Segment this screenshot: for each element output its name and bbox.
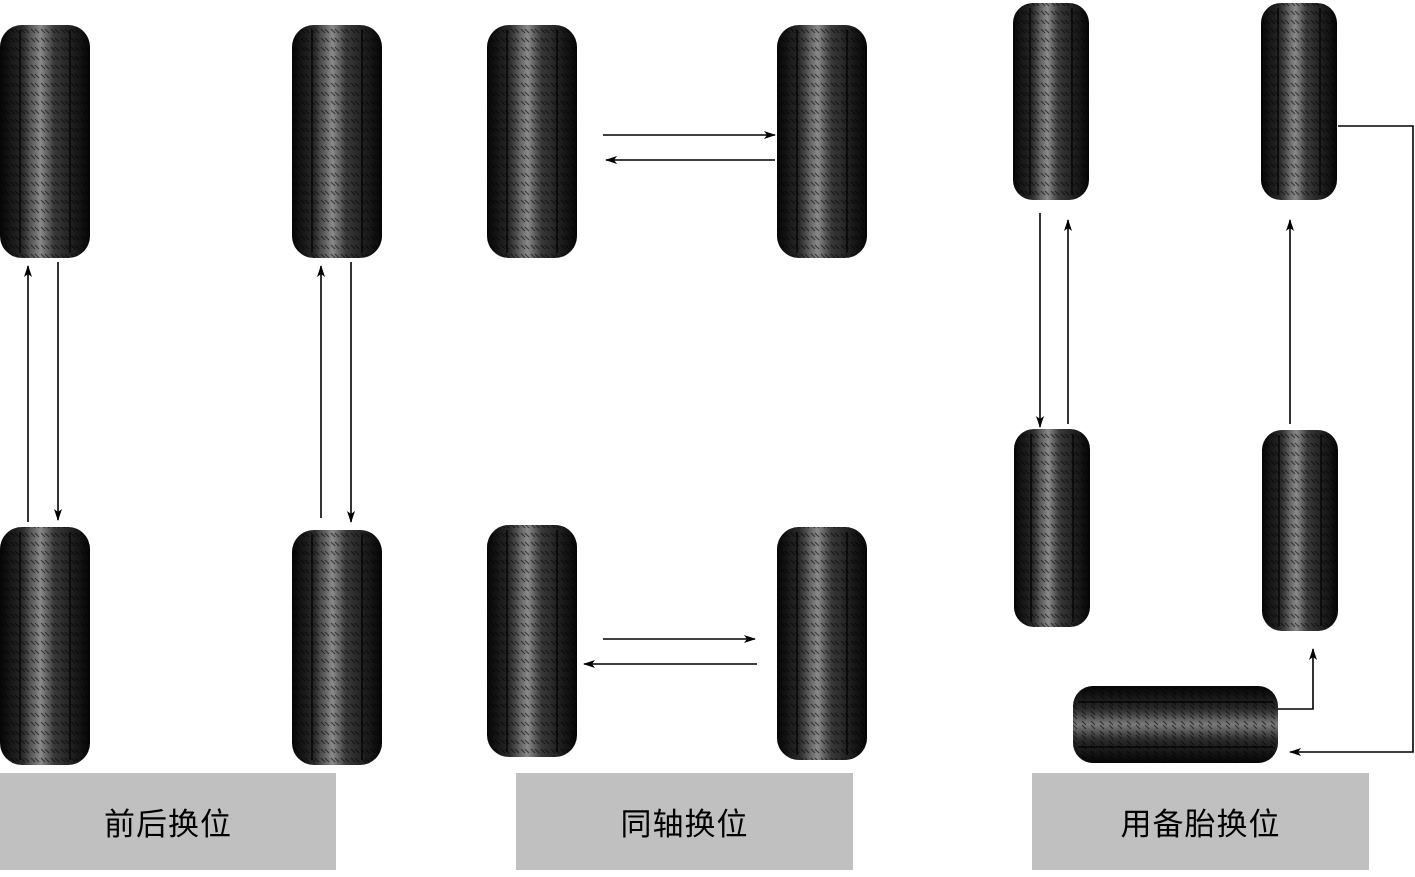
- tire-rear-left: [1014, 429, 1090, 627]
- panel-label: 同轴换位: [620, 807, 749, 843]
- label-box-same-axle: 同轴换位: [516, 773, 853, 870]
- label-box-front-back: 前后换位: [0, 773, 336, 870]
- tire-rear-left: [487, 525, 577, 757]
- tire-rear-left: [0, 527, 90, 765]
- panel-front-back: [0, 25, 382, 765]
- tire-front-right: [777, 25, 867, 258]
- tire-spare: [1073, 686, 1278, 763]
- panel-label: 前后换位: [104, 807, 232, 843]
- tire-front-right: [292, 25, 382, 258]
- tire-front-left: [487, 25, 577, 258]
- tire-front-right: [1261, 3, 1337, 200]
- tire-rear-right: [1262, 430, 1338, 631]
- arrow-spare-to-rear-right: [1278, 648, 1317, 710]
- tire-rear-right: [292, 530, 382, 765]
- tire-front-left: [1013, 3, 1089, 200]
- tire-rear-right: [777, 527, 867, 760]
- panel-label: 用备胎换位: [1120, 807, 1281, 843]
- tire-front-left: [0, 25, 90, 258]
- label-box-spare: 用备胎换位: [1032, 773, 1369, 870]
- panel-same-axle: [487, 25, 867, 760]
- panel-spare: [1013, 3, 1414, 763]
- arrow-front-right-to-spare: [1289, 125, 1414, 756]
